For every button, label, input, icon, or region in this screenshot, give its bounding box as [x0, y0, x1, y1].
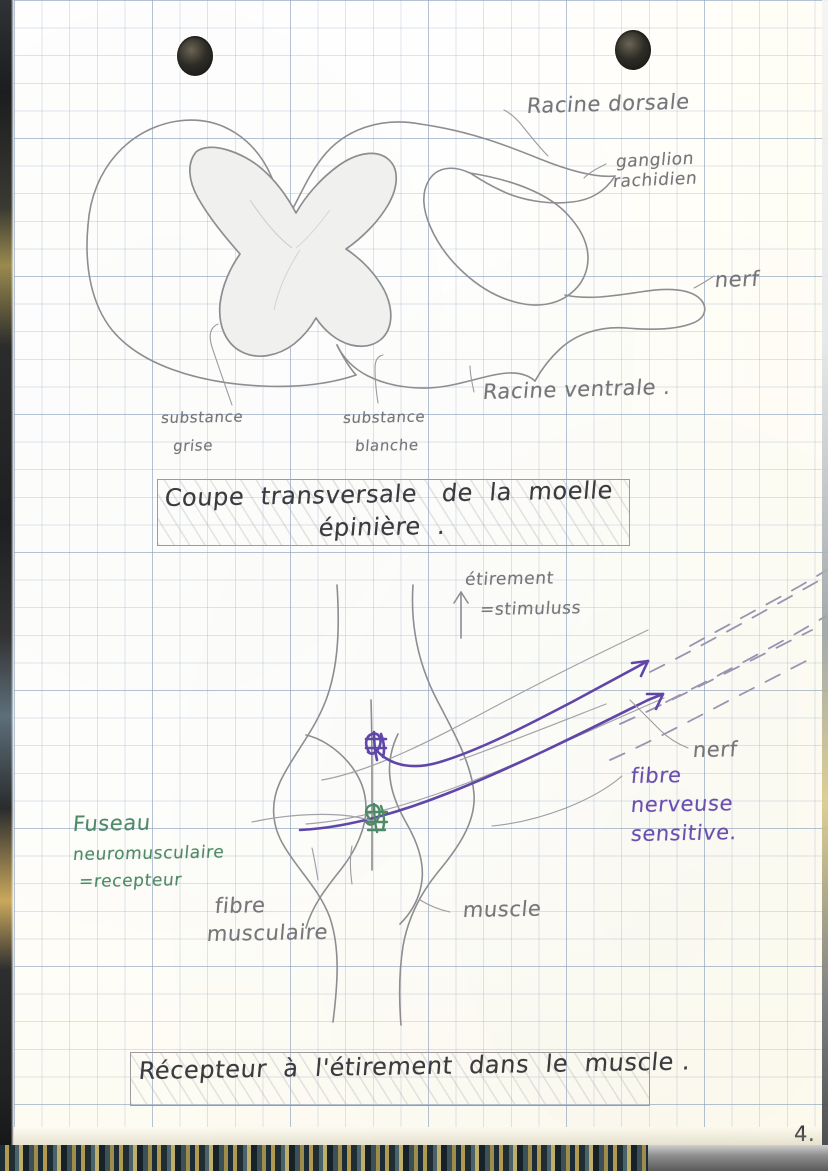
label-fuseau-line3: =recepteur [78, 870, 183, 893]
label-fuseau-line2: neuromusculaire [72, 842, 226, 866]
page-number: 4. [794, 1122, 815, 1146]
label-fibre-nerveuse-line3: sensitive. [629, 820, 739, 847]
label-fibre-musculaire-line2: musculaire [205, 919, 330, 947]
label-substance-blanche-line2: blanche [354, 435, 420, 456]
caption-box-diagram2 [130, 1052, 650, 1106]
paper-bottom-shadow [14, 1127, 822, 1145]
label-ganglion-line2: rachidien [612, 168, 699, 193]
label-fibre-nerveuse-line2: nerveuse [629, 791, 735, 818]
label-fibre-nerveuse-line1: fibre [629, 763, 683, 789]
label-fuseau-line1: Fuseau [71, 810, 152, 837]
page-right-edge [822, 0, 828, 1145]
label-stimulus: =stimuluss [479, 598, 583, 621]
caption-box-diagram1 [157, 479, 630, 546]
label-fibre-musculaire-line1: fibre [213, 893, 267, 919]
label-substance-blanche-line1: substance [342, 407, 427, 428]
label-etirement: étirement [464, 568, 555, 591]
caption1-line2: épinière . [317, 511, 447, 543]
label-nerf-bottom: nerf [691, 737, 739, 763]
label-substance-grise-line2: grise [172, 436, 214, 456]
label-substance-grise-line1: substance [160, 407, 245, 428]
binder-left-edge [0, 0, 14, 1155]
label-nerf-top: nerf [713, 266, 761, 293]
hole-punch-right [615, 30, 651, 70]
desk-bottom-right-edge [648, 1145, 828, 1171]
label-muscle: muscle [461, 896, 543, 923]
hole-punch-left [177, 36, 213, 76]
label-racine-dorsale: Racine dorsale [525, 89, 691, 119]
